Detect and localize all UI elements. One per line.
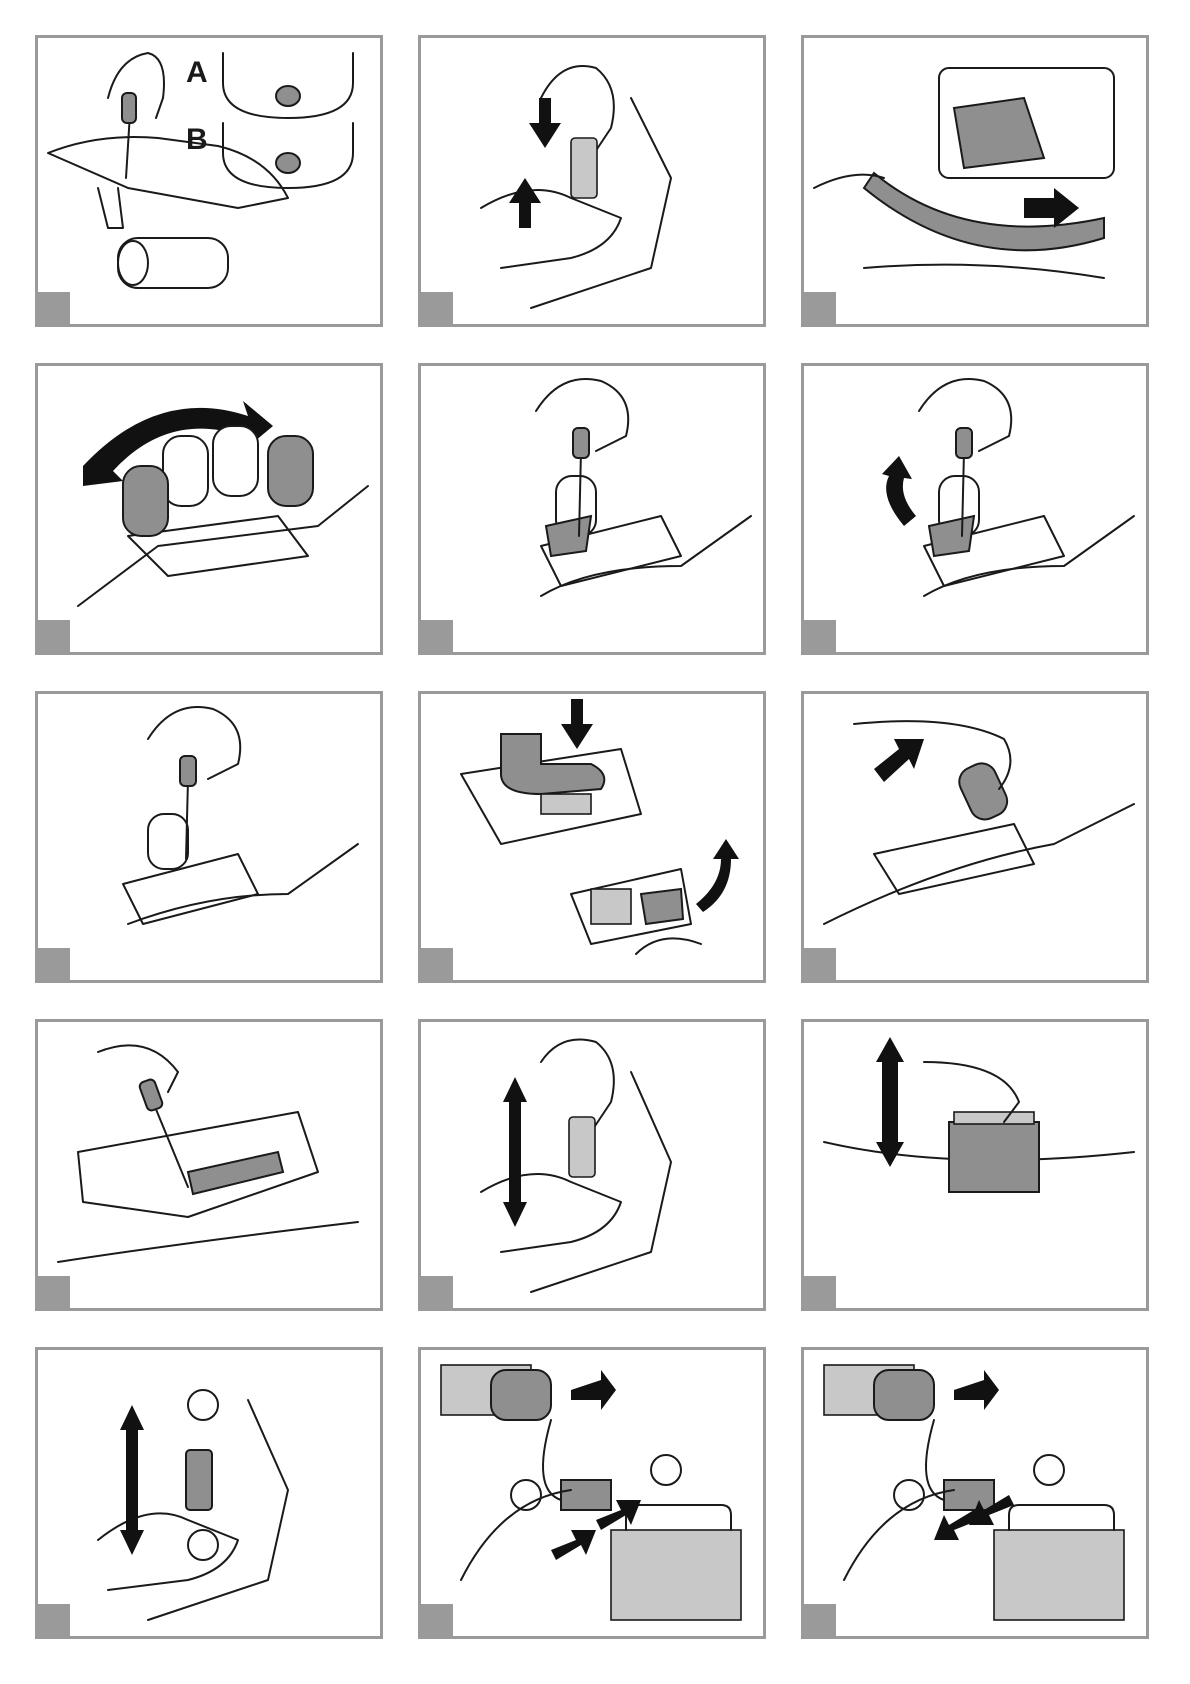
step-number-box: [38, 620, 70, 652]
step-panel-6: [801, 363, 1149, 655]
step-number-box: [804, 1276, 836, 1308]
step-number-box: [804, 1604, 836, 1636]
step-panel-9: [801, 691, 1149, 983]
label-a: A: [186, 56, 208, 90]
step-panel-2: [418, 35, 766, 327]
step-panel-8: [418, 691, 766, 983]
step-number-box: [804, 948, 836, 980]
step-panel-3: [801, 35, 1149, 327]
step-panel-5: [418, 363, 766, 655]
step-number-box: [421, 292, 453, 324]
step-panel-15: [801, 1347, 1149, 1639]
step-number-box: [38, 292, 70, 324]
step-panel-4: [35, 363, 383, 655]
step-number-box: [38, 1604, 70, 1636]
step-panel-13: [35, 1347, 383, 1639]
step-number-box: [38, 1276, 70, 1308]
step-panel-14: [418, 1347, 766, 1639]
label-b: B: [186, 123, 208, 157]
step-panel-12: [801, 1019, 1149, 1311]
step-number-box: [38, 948, 70, 980]
step-number-box: [421, 620, 453, 652]
step-panel-1: A B: [35, 35, 383, 327]
step-number-box: [804, 292, 836, 324]
step-panel-11: [418, 1019, 766, 1311]
step-panel-10: [35, 1019, 383, 1311]
step-panel-7: [35, 691, 383, 983]
step-number-box: [421, 1604, 453, 1636]
step-number-box: [421, 1276, 453, 1308]
step-number-box: [421, 948, 453, 980]
step-number-box: [804, 620, 836, 652]
